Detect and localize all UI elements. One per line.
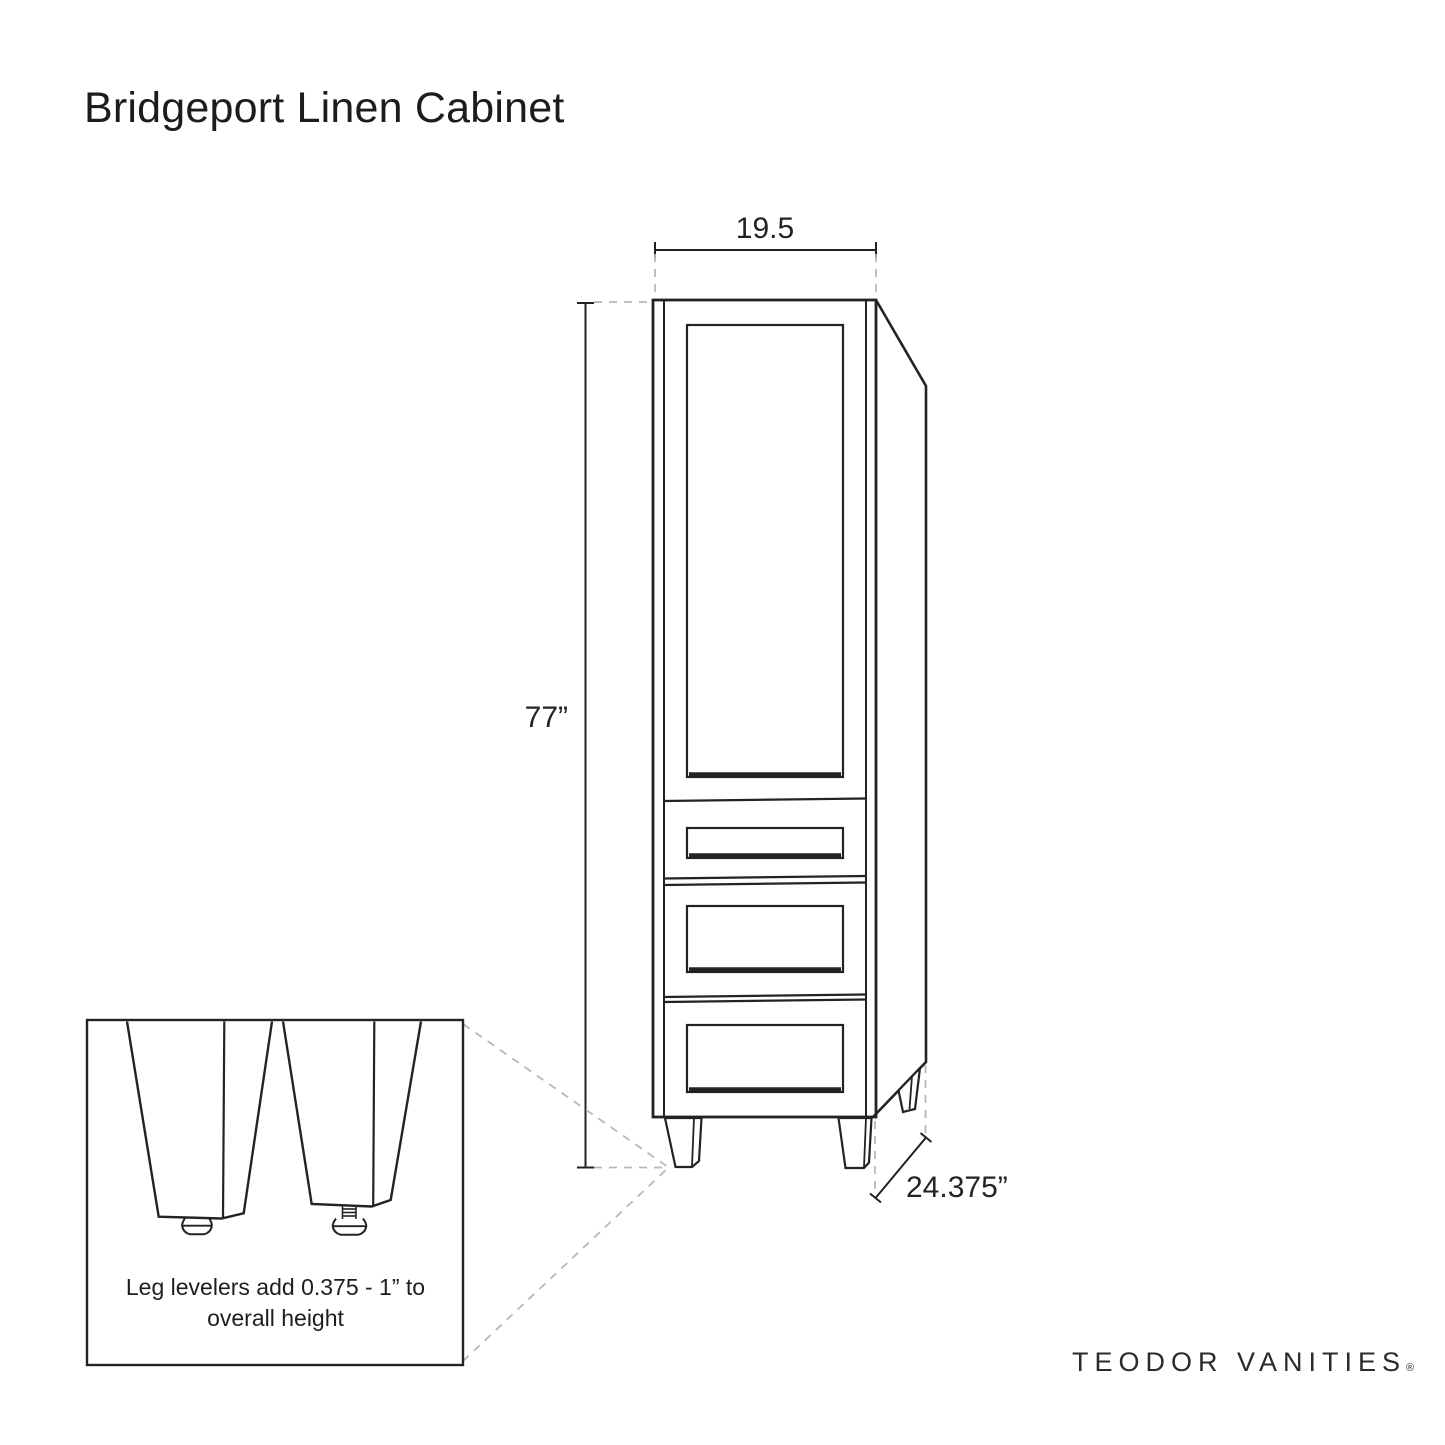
leg-leveler-note-line1: Leg levelers add 0.375 - 1” to xyxy=(125,1274,426,1300)
dimension-height-label: 77” xyxy=(524,701,568,734)
inset-left-leg xyxy=(125,1021,274,1220)
drawer2-top-gap-line xyxy=(663,881,867,887)
brand-logo: TEODOR VANITIES® xyxy=(1072,1347,1414,1378)
inset-right-leg-leveler-foot xyxy=(331,1217,368,1236)
cabinet-side-outline xyxy=(872,299,928,1118)
drawer1-bottom-gap-line xyxy=(663,874,867,880)
dimension-width-label: 19.5 xyxy=(735,212,795,245)
door-drawer-separator xyxy=(663,797,867,803)
registered-trademark-icon: ® xyxy=(1406,1362,1415,1374)
leg-leveler-note-line2: overall height xyxy=(207,1305,344,1331)
cabinet-front-right-leg-facet-line xyxy=(863,1117,867,1168)
inset-right-leg xyxy=(281,1021,423,1208)
page-title: Bridgeport Linen Cabinet xyxy=(84,84,565,132)
cabinet-front-left-leg-facet-line xyxy=(691,1117,695,1167)
cabinet-front-left-leg xyxy=(663,1116,703,1169)
inset-left-leg-facet-line xyxy=(221,1021,226,1219)
leg-leveler-note: Leg levelers add 0.375 - 1” to overall h… xyxy=(87,1272,464,1334)
drawer2-bottom-gap-line xyxy=(663,993,867,999)
inset-right-leg-leveler-screw xyxy=(341,1206,357,1219)
door-panel xyxy=(685,323,845,779)
inset-left-leg-leveler-foot xyxy=(181,1217,213,1236)
drawer2-panel xyxy=(685,904,845,974)
drawer3-panel xyxy=(685,1023,845,1094)
brand-logo-text: TEODOR VANITIES xyxy=(1072,1347,1407,1377)
dashed-extension-lines xyxy=(462,254,927,1362)
drawer3-top-gap-line xyxy=(663,998,867,1004)
inset-right-leg-facet-line xyxy=(372,1021,376,1206)
cabinet-back-leg xyxy=(897,1064,922,1114)
dimension-depth-label: 24.375” xyxy=(906,1171,1008,1204)
drawer1-panel xyxy=(685,826,845,860)
cabinet-back-leg-facet-line xyxy=(908,1075,913,1110)
dimension-height-line xyxy=(577,302,594,1169)
dimension-depth-line xyxy=(869,1132,933,1204)
cabinet-front-outline xyxy=(651,298,878,1119)
